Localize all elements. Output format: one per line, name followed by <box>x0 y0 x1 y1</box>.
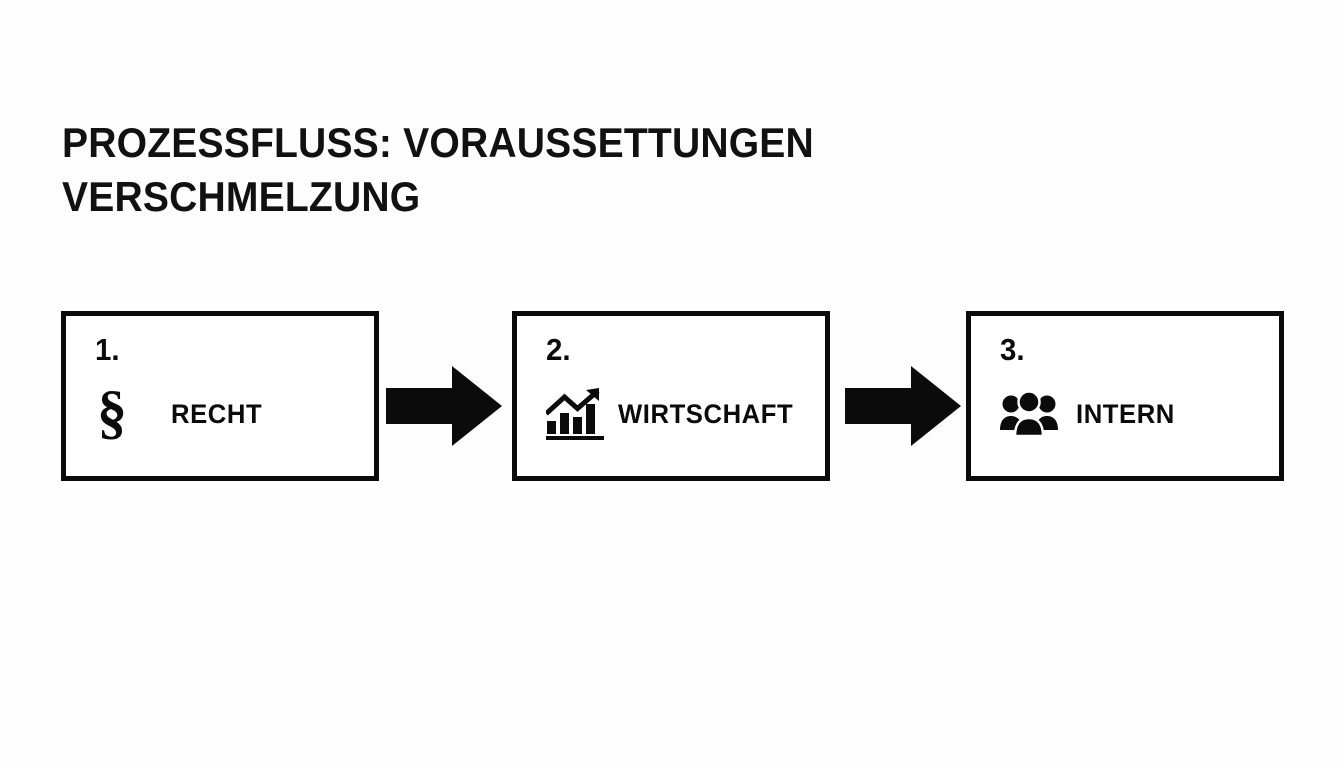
step-number-3: 3. <box>1000 332 1025 367</box>
paragraph-section-icon: § <box>95 379 157 445</box>
step-content-3: INTERN <box>1000 374 1267 454</box>
process-step-2[interactable]: 2. <box>512 311 830 481</box>
arrow-right-icon <box>845 365 961 447</box>
process-step-1[interactable]: 1. § RECHT <box>61 311 379 481</box>
page-title: PROZESSFLUSS: VORAUSSETTUNGEN VERSCHMELZ… <box>62 119 814 220</box>
step-number-2: 2. <box>546 332 571 367</box>
arrow-right-icon <box>386 365 502 447</box>
step-label-2: WIRTSCHAFT <box>618 398 794 429</box>
process-step-3[interactable]: 3. INTERN <box>966 311 1284 481</box>
step-label-3: INTERN <box>1076 398 1175 429</box>
paragraph-section-glyph: § <box>97 379 127 445</box>
step-content-1: § RECHT <box>95 374 362 454</box>
bar-chart-growth-icon <box>546 383 608 445</box>
people-group-icon <box>1000 383 1062 445</box>
step-number-1: 1. <box>95 332 120 367</box>
process-flow-diagram: 1. § RECHT 2. <box>0 311 1344 483</box>
step-label-1: RECHT <box>171 398 263 429</box>
step-content-2: WIRTSCHAFT <box>546 374 813 454</box>
